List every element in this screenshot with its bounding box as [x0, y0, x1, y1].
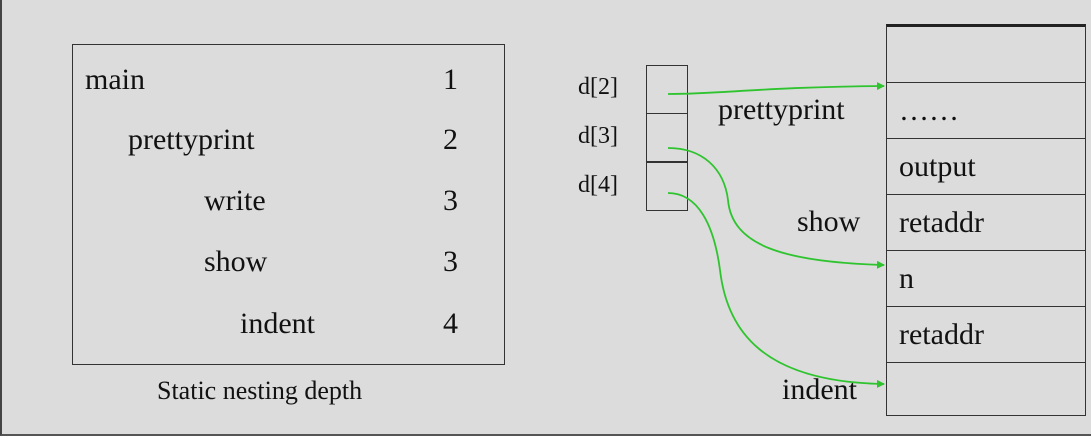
nesting-depth-table: main 1 prettyprint 2 write 3 show 3 inde…	[72, 44, 505, 365]
stack-cell: retaddr	[887, 195, 1085, 251]
display-cell	[646, 162, 688, 211]
display-label: d[3]	[578, 123, 618, 149]
runtime-stack: …… output retaddr n retaddr	[886, 24, 1086, 416]
table-row: indent 4	[73, 307, 504, 347]
frame-label-prettyprint: prettyprint	[718, 93, 845, 126]
stack-cell	[887, 27, 1085, 83]
stack-cell: output	[887, 139, 1085, 195]
display-label: d[2]	[578, 74, 618, 100]
nesting-depth-value: 4	[443, 307, 458, 340]
procedure-name: show	[204, 245, 268, 278]
nesting-depth-value: 3	[443, 184, 458, 217]
stack-cell: n	[887, 251, 1085, 307]
display-label: d[4]	[578, 172, 618, 198]
display-cell	[646, 113, 688, 162]
stack-cell	[887, 363, 1085, 419]
nesting-depth-value: 2	[443, 123, 458, 156]
frame-label-show: show	[797, 205, 861, 238]
nesting-depth-value: 3	[443, 245, 458, 278]
table-row: prettyprint 2	[73, 123, 504, 163]
procedure-name: write	[204, 184, 266, 217]
procedure-name: indent	[240, 307, 315, 340]
frame-label-indent: indent	[782, 373, 857, 406]
procedure-name: main	[85, 63, 145, 96]
table-row: write 3	[73, 184, 504, 224]
procedure-name: prettyprint	[128, 123, 255, 156]
stack-cell: ……	[887, 83, 1085, 139]
nesting-depth-value: 1	[443, 63, 458, 96]
display-cell	[646, 65, 688, 114]
table-row: main 1	[73, 63, 504, 103]
stack-cell: retaddr	[887, 307, 1085, 363]
table-row: show 3	[73, 245, 504, 285]
table-caption: Static nesting depth	[157, 376, 363, 405]
